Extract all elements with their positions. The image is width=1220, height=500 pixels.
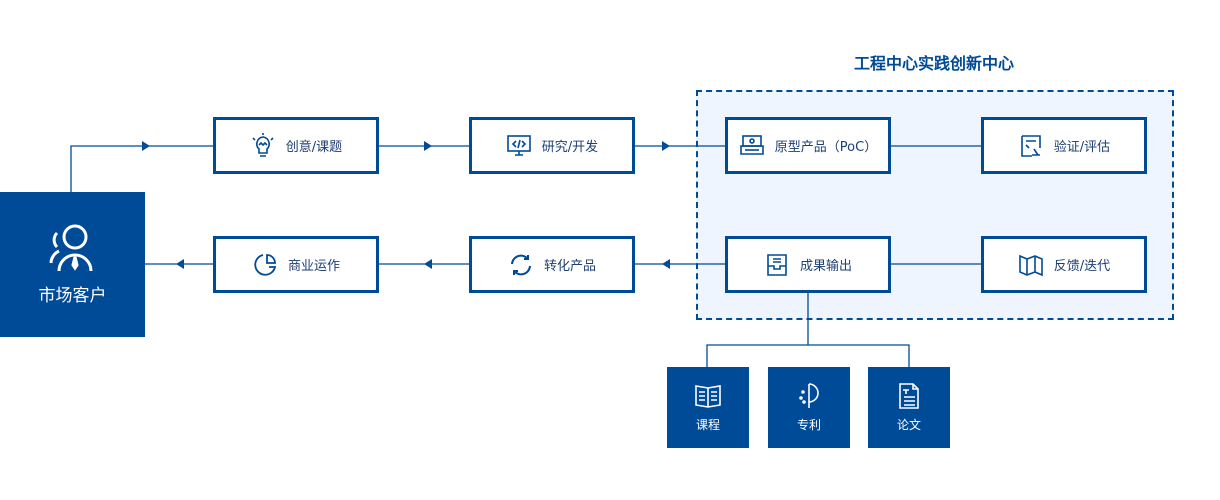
- inbox-tray-icon: [767, 253, 787, 276]
- arrow-left: [176, 259, 184, 269]
- node-label: 成果输出: [799, 259, 852, 274]
- arrow-left: [662, 259, 670, 269]
- output-paper[interactable]: 论文: [868, 367, 950, 448]
- prototype-icon: [739, 134, 764, 155]
- node-label: 反馈/迭代: [1053, 259, 1111, 274]
- node-label: 商业运作: [287, 259, 340, 274]
- arrow-right: [424, 141, 432, 151]
- business-operation-node[interactable]: 商业运作: [213, 236, 379, 293]
- users-icon: [49, 224, 92, 272]
- prototype-poc-node[interactable]: 原型产品（PoC）: [725, 117, 891, 174]
- refresh-icon: [510, 254, 531, 275]
- verify-evaluate-node[interactable]: 验证/评估: [981, 117, 1147, 174]
- node-label: 研究/开发: [541, 140, 599, 155]
- customer-label: 市场客户: [38, 286, 107, 306]
- patent-icon: [799, 383, 819, 408]
- document-icon: [899, 383, 919, 409]
- output-label: 论文: [896, 418, 921, 432]
- region-title: 工程中心实践创新中心: [853, 54, 1014, 73]
- output-label: 课程: [695, 418, 720, 432]
- transform-product-node[interactable]: 转化产品: [469, 236, 635, 293]
- output-course[interactable]: 课程: [667, 367, 749, 448]
- arrow-right: [662, 141, 670, 151]
- output-label: 专利: [796, 418, 821, 432]
- research-dev-node[interactable]: 研究/开发: [469, 117, 635, 174]
- feedback-iterate-node[interactable]: 反馈/迭代: [981, 236, 1147, 293]
- node-label: 验证/评估: [1053, 140, 1111, 155]
- idea-topic-node[interactable]: 创意/课题: [213, 117, 379, 174]
- pie-chart-icon: [254, 253, 277, 276]
- results-output-node[interactable]: 成果输出: [725, 236, 891, 293]
- book-icon: [695, 385, 721, 408]
- arrow-left: [424, 259, 432, 269]
- node-label: 原型产品（PoC）: [774, 140, 878, 155]
- lightbulb-icon: [252, 132, 274, 157]
- certificate-icon: [1020, 134, 1041, 157]
- output-patent[interactable]: 专利: [768, 367, 850, 448]
- node-label: 转化产品: [543, 259, 596, 274]
- code-monitor-icon: [506, 134, 531, 156]
- market-customer-node[interactable]: 市场客户: [0, 192, 145, 337]
- node-label: 创意/课题: [285, 140, 343, 155]
- map-fold-icon: [1018, 254, 1043, 276]
- arrow-right: [142, 141, 150, 151]
